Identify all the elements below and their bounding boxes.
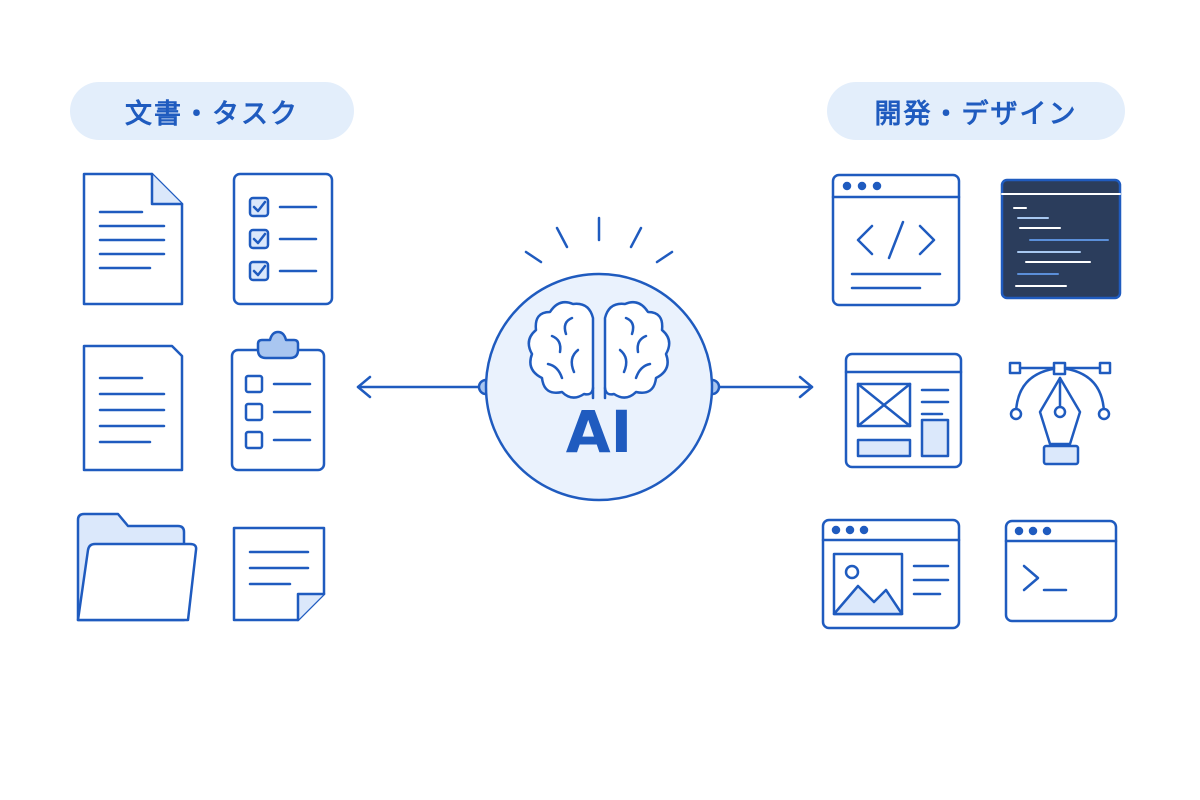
sticky-note-icon [232,526,326,622]
pen-tool-icon [1008,361,1112,466]
image-window-icon [821,518,961,630]
note-icon [82,344,184,472]
folder-icon [76,512,198,622]
brain-icon [527,301,671,400]
clipboard-icon [230,330,326,472]
section-title-right: 開発・デザイン [827,82,1125,140]
right-arrow-connector [703,375,814,399]
code-window-icon [831,173,961,307]
spark-lines [524,216,674,264]
checklist-icon [232,172,334,306]
code-editor-icon [1000,178,1122,300]
terminal-icon [1004,519,1118,623]
section-title-left: 文書・タスク [70,82,354,140]
section-title-right-text: 開発・デザイン [874,98,1078,130]
section-title-left-text: 文書・タスク [125,98,299,130]
layout-icon [844,352,963,469]
ai-label: AI [566,398,632,466]
document-icon [82,172,184,306]
left-arrow-connector [356,375,495,399]
ai-core-circle [484,272,714,502]
